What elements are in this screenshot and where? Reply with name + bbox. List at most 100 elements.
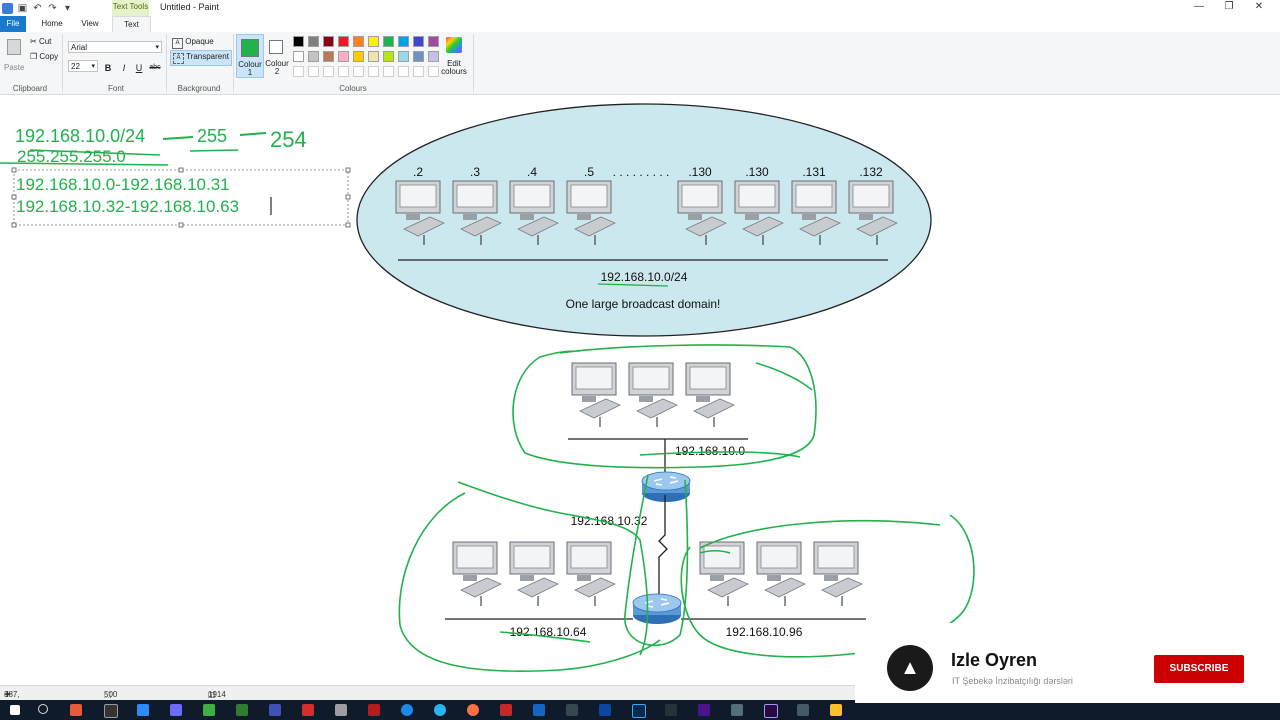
italic-button[interactable]: I (122, 63, 126, 73)
paint-app-icon[interactable] (2, 2, 13, 14)
host-label: .130 (745, 165, 769, 179)
note-range-1[interactable]: 192.168.10.0-192.168.10.31 (16, 175, 230, 194)
paste-button[interactable]: Paste (4, 36, 24, 76)
colour1-button[interactable]: Colour 1 (236, 34, 264, 78)
app-icon[interactable] (665, 704, 677, 716)
palette-swatch[interactable] (368, 51, 379, 62)
transparent-button[interactable]: A Transparent (170, 50, 232, 66)
host-label: .3 (470, 165, 480, 179)
opaque-button[interactable]: A Opaque (172, 37, 214, 49)
edit-colours-button[interactable]: Edit colours (441, 36, 469, 80)
windows-start-icon[interactable] (10, 705, 20, 715)
font-size-select[interactable]: 22 ▾ (68, 60, 98, 72)
redo-icon[interactable]: ↷ (48, 2, 57, 14)
subnetted-network-diagram: 192.168.10.0 192.168.10.32 192.168.10.64… (445, 362, 866, 639)
palette-swatch[interactable] (398, 36, 409, 47)
minimize-button[interactable]: — (1194, 1, 1204, 12)
firefox-icon[interactable] (467, 704, 479, 716)
undo-icon[interactable]: ↶ (33, 2, 42, 14)
ie-icon[interactable] (434, 704, 446, 716)
app-icon[interactable] (236, 704, 248, 716)
image-size-icon: ◫ (208, 690, 216, 699)
palette-swatch[interactable] (428, 51, 439, 62)
tab-view[interactable]: View (81, 19, 99, 28)
palette-swatch[interactable] (368, 36, 379, 47)
customize-qat-icon[interactable]: ▾ (64, 2, 71, 14)
copy-button[interactable]: ❐ Copy (30, 52, 58, 61)
host-label: .5 (584, 165, 594, 179)
colour-palette (293, 36, 443, 78)
filezilla-icon[interactable] (500, 704, 512, 716)
app-icon[interactable] (137, 704, 149, 716)
search-icon[interactable] (38, 704, 48, 714)
tab-file[interactable]: File (0, 16, 26, 32)
tab-home[interactable]: Home (41, 19, 63, 28)
palette-swatch[interactable] (413, 66, 424, 77)
window-controls: — ❐ ✕ (1184, 0, 1274, 14)
app-icon[interactable] (533, 704, 545, 716)
palette-swatch[interactable] (413, 51, 424, 62)
restore-button[interactable]: ❐ (1224, 1, 1234, 12)
palette-swatch[interactable] (383, 51, 394, 62)
palette-swatch[interactable] (368, 66, 379, 77)
bold-button[interactable]: B (104, 63, 112, 73)
app-icon[interactable] (302, 704, 314, 716)
canvas-drawing[interactable]: 192.168.10.0/24 255 254 255.255.255.0 19… (0, 95, 1280, 685)
edge-icon[interactable] (401, 704, 413, 716)
app-icon[interactable] (698, 704, 710, 716)
palette-swatch[interactable] (353, 36, 364, 47)
palette-swatch[interactable] (428, 36, 439, 47)
palette-swatch[interactable] (308, 66, 319, 77)
palette-swatch[interactable] (308, 51, 319, 62)
app-icon[interactable] (566, 704, 578, 716)
palette-swatch[interactable] (323, 36, 334, 47)
save-icon[interactable]: ▣ (17, 2, 28, 14)
palette-swatch[interactable] (383, 66, 394, 77)
colour2-button[interactable]: Colour 2 (265, 34, 290, 78)
folder-icon[interactable] (830, 704, 842, 716)
palette-swatch[interactable] (293, 51, 304, 62)
premiere-icon[interactable] (764, 704, 778, 718)
subscribe-button[interactable]: SUBSCRIBE (1154, 655, 1244, 683)
app-icon[interactable] (170, 704, 182, 716)
background-group-label: Background (177, 84, 221, 93)
terminal-icon[interactable] (104, 704, 118, 718)
router-bottom (632, 593, 682, 625)
router-top (641, 471, 691, 503)
outlook-icon[interactable] (599, 704, 611, 716)
palette-swatch[interactable] (338, 51, 349, 62)
palette-swatch[interactable] (323, 51, 334, 62)
note-range-2[interactable]: 192.168.10.32-192.168.10.63 (16, 197, 239, 216)
strikethrough-button[interactable]: abc (149, 64, 161, 71)
cut-button[interactable]: ✂ Cut (30, 37, 51, 46)
palette-swatch[interactable] (323, 66, 334, 77)
palette-swatch[interactable] (353, 66, 364, 77)
palette-swatch[interactable] (338, 36, 349, 47)
palette-swatch[interactable] (353, 51, 364, 62)
quick-access-toolbar: ▣ ↶ ↷ ▾ (2, 2, 73, 14)
app-icon[interactable] (70, 704, 82, 716)
palette-swatch[interactable] (308, 36, 319, 47)
palette-swatch[interactable] (338, 66, 349, 77)
note-arrow-254: 254 (270, 127, 307, 152)
palette-swatch[interactable] (293, 66, 304, 77)
palette-swatch[interactable] (293, 36, 304, 47)
taskbar (0, 700, 1280, 720)
app-icon[interactable] (731, 704, 743, 716)
app-icon[interactable] (797, 704, 809, 716)
tab-text[interactable]: Text (112, 16, 151, 33)
app-icon[interactable] (203, 704, 215, 716)
app-icon[interactable] (335, 704, 347, 716)
photoshop-icon[interactable] (632, 704, 646, 718)
font-family-select[interactable]: Arial ▾ (68, 41, 162, 53)
palette-swatch[interactable] (383, 36, 394, 47)
palette-swatch[interactable] (398, 51, 409, 62)
palette-swatch[interactable] (413, 36, 424, 47)
app-icon[interactable] (269, 704, 281, 716)
close-button[interactable]: ✕ (1254, 1, 1264, 12)
palette-swatch[interactable] (398, 66, 409, 77)
app-icon[interactable] (368, 704, 380, 716)
host-label: .132 (859, 165, 883, 179)
underline-button[interactable]: U (135, 63, 143, 73)
palette-swatch[interactable] (428, 66, 439, 77)
